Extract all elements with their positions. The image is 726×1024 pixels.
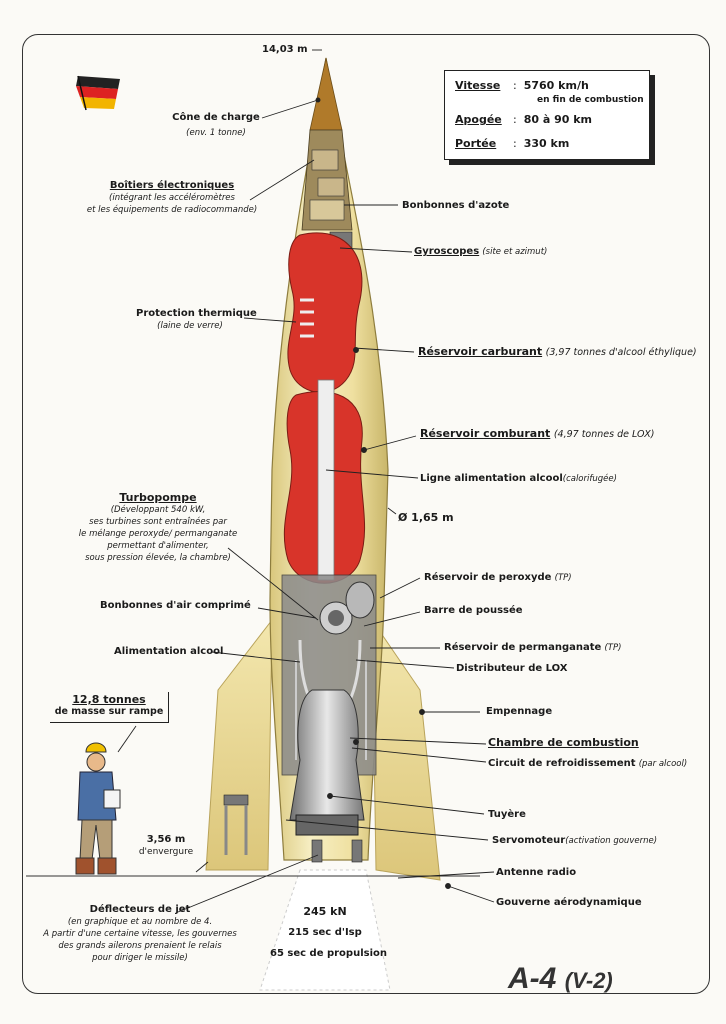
combustion-chamber [289, 689, 365, 821]
stat-speed-note: en fin de combustion [537, 95, 644, 105]
label-servomotor: Servomoteur(activation gouverne) [492, 835, 658, 846]
stat-range: Portée: 330 km [455, 137, 570, 150]
label-alcohol-feed: Alimentation alcool [114, 646, 224, 657]
label-fuel-tank: Réservoir carburant (3,97 tonnes d'alcoo… [418, 345, 697, 359]
worker-figure-icon [75, 742, 121, 875]
performance-box: Vitesse: 5760 km/h en fin de combustion … [444, 70, 650, 160]
fuel-tank [287, 232, 363, 393]
label-jet-deflectors: Déflecteurs de jet (en graphique et au n… [43, 904, 237, 963]
nozzle-exit [295, 814, 359, 836]
label-thermal: Protection thermique (laine de verre) [136, 308, 257, 331]
label-nozzle: Tuyère [488, 809, 526, 820]
label-compressed-air: Bonbonnes d'air comprimé [100, 600, 251, 611]
page-frame [22, 34, 710, 994]
leader-lines [117, 49, 495, 913]
label-cooling-circuit: Circuit de refroidissement (par alcool) [488, 758, 688, 769]
label-thrust-bar: Barre de poussée [424, 605, 523, 616]
label-peroxide: Réservoir de peroxyde (TP) [424, 572, 572, 583]
label-empennage: Empennage [486, 706, 553, 717]
label-cone: Cône de charge (env. 1 tonne) [172, 112, 260, 138]
rocket-fins [205, 618, 441, 881]
label-mass: 12,8 tonnes de masse sur rampe [54, 693, 164, 718]
label-diameter: Ø 1,65 m [398, 511, 454, 524]
exhaust-plume [259, 869, 391, 991]
nose-cone [309, 57, 343, 131]
label-permanganate: Réservoir de permanganate (TP) [444, 642, 622, 653]
label-oxidizer-tank: Réservoir comburant (4,97 tonnes de LOX) [420, 427, 655, 441]
mass-box [50, 692, 169, 723]
stat-apogee: Apogée: 80 à 90 km [455, 113, 593, 126]
label-wingspan: 3,56 m d'envergure [138, 834, 194, 857]
label-lox-distributor: Distributeur de LOX [456, 663, 568, 674]
label-turbopump: Turbopompe (Développant 540 kW, ses turb… [78, 491, 238, 564]
label-alcohol-line: Ligne alimentation alcool(calorifugée) [420, 473, 617, 484]
label-aero-rudder: Gouverne aérodynamique [496, 897, 642, 908]
label-radio-antenna: Antenne radio [496, 867, 577, 878]
stat-speed: Vitesse: 5760 km/h [455, 79, 589, 92]
label-electronics: Boîtiers électroniques (intégrant les ac… [86, 180, 258, 215]
label-gyroscopes: Gyroscopes (site et azimut) [414, 246, 548, 257]
diagram-title: A-4 (V-2) [508, 962, 613, 995]
label-combustion-chamber: Chambre de combustion [488, 736, 639, 749]
label-nitrogen: Bonbonnes d'azote [402, 200, 510, 211]
alcohol-feed-line [317, 379, 335, 581]
height-label: 14,03 m [262, 44, 308, 55]
jet-deflectors [223, 794, 363, 863]
german-flag-icon [76, 75, 120, 111]
label-thrust: 245 kN 215 sec d'Isp 65 sec de propulsio… [270, 905, 387, 960]
